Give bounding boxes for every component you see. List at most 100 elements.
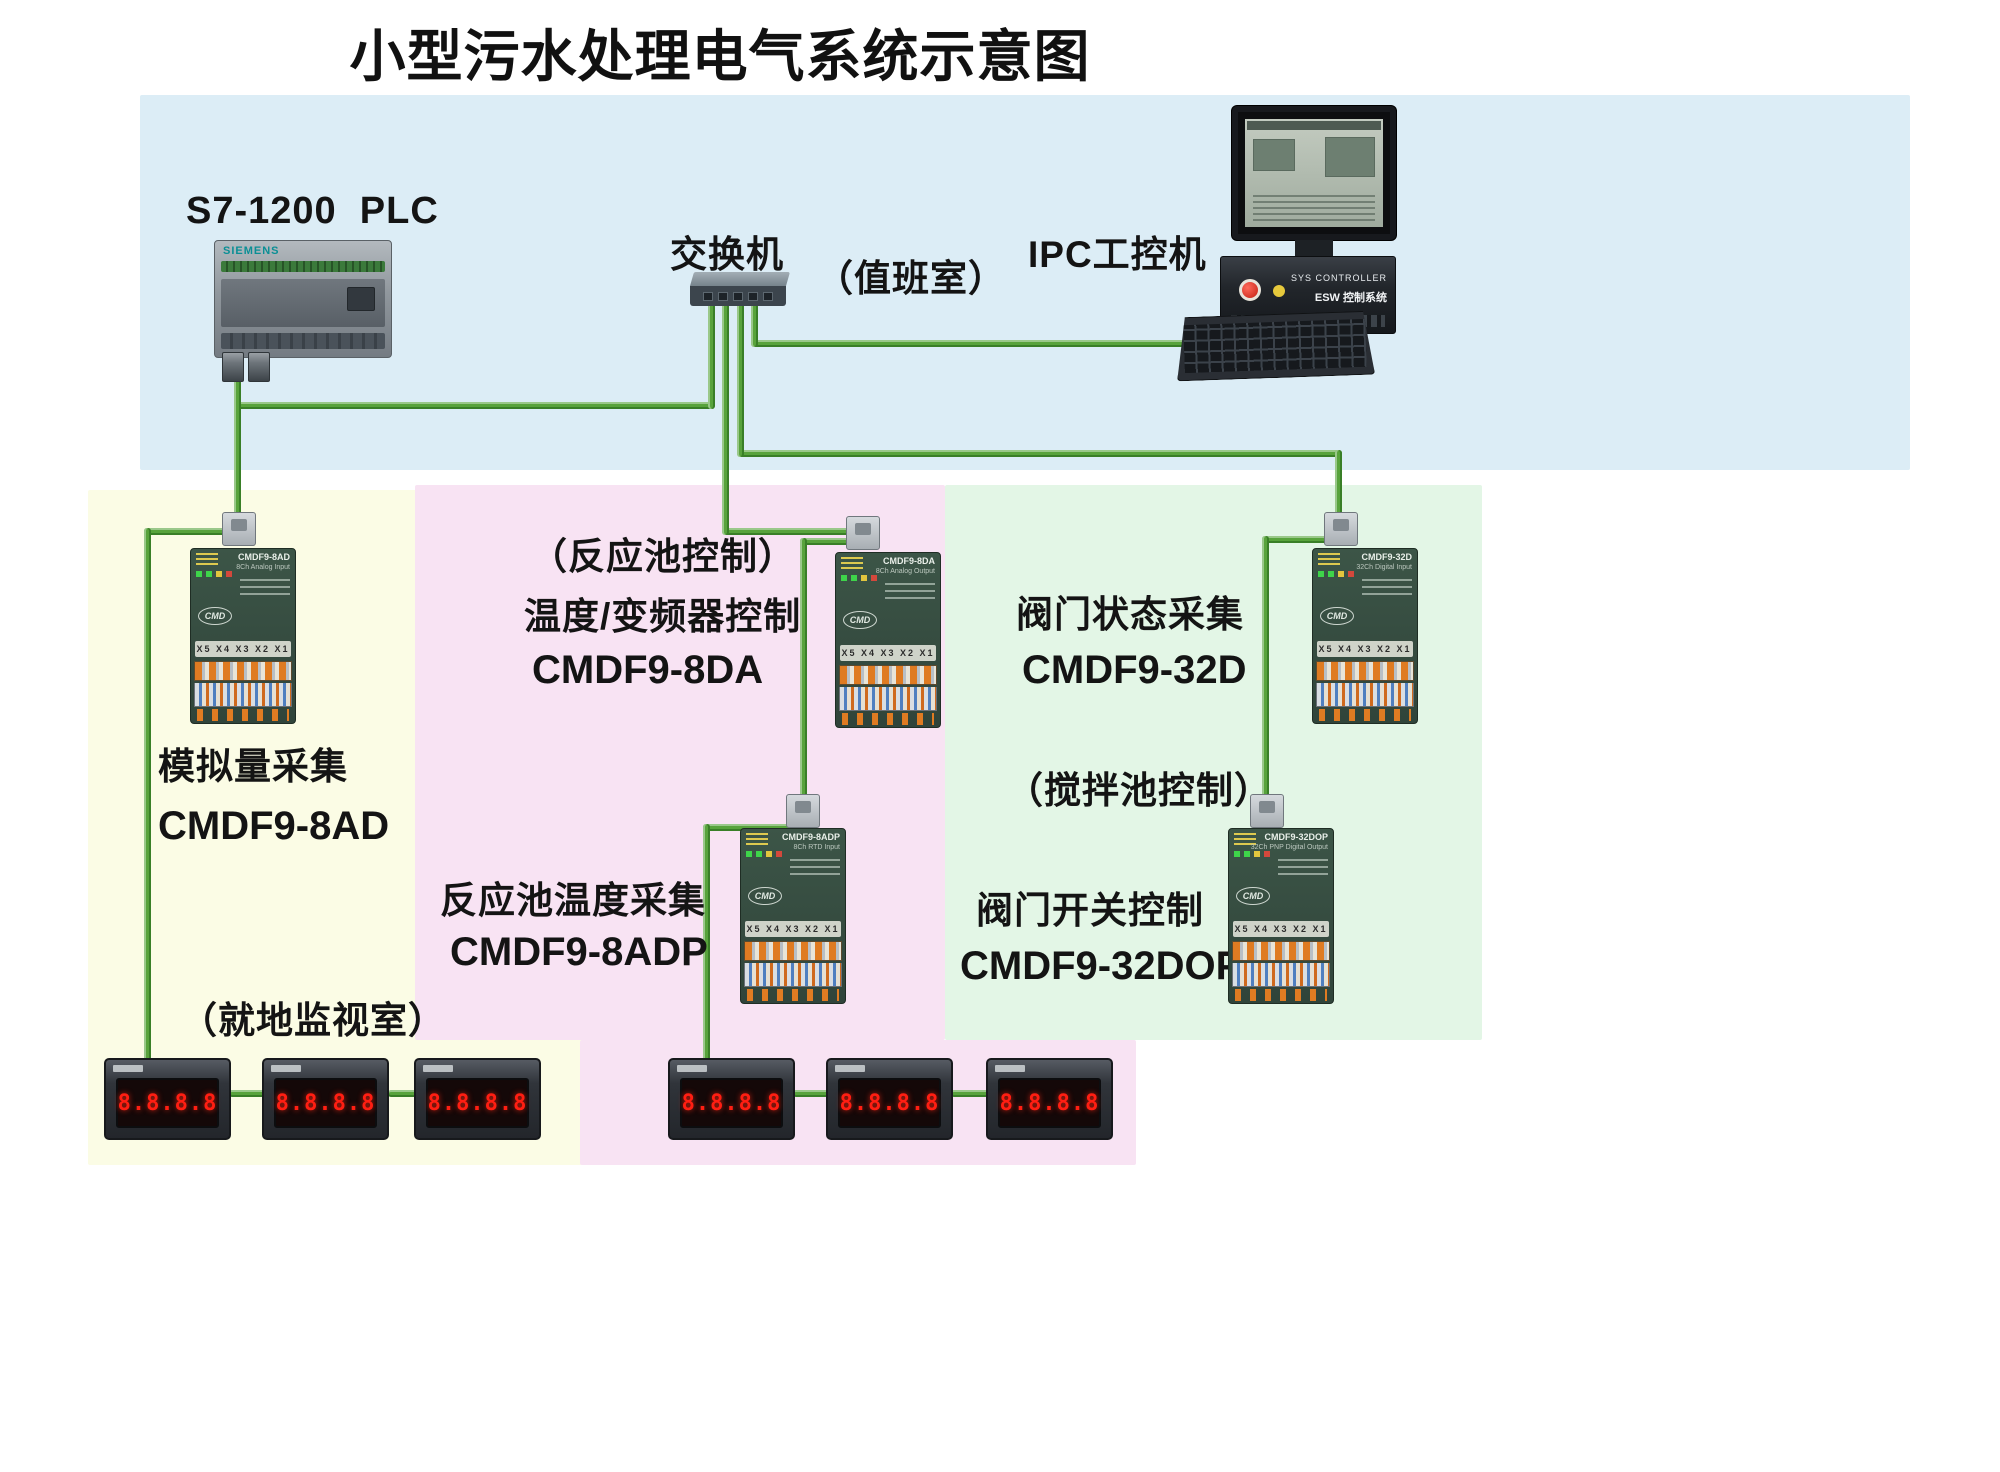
module-wire-tails	[197, 709, 289, 721]
cmd-logo: CMD	[198, 607, 232, 625]
panel-meter-mid-2: 8.8.8.8	[826, 1058, 953, 1140]
cable-segment	[237, 402, 714, 409]
cable-segment	[800, 538, 852, 545]
cable-segment	[800, 538, 807, 800]
plc-profinet-port	[248, 352, 270, 382]
module-terminal-row-1	[1316, 661, 1414, 681]
meter-label-tag	[995, 1065, 1025, 1072]
module-subtitle-text: 8Ch Analog Output	[875, 568, 935, 575]
module-spec-text	[790, 859, 840, 877]
panel-meter-left-1: 8.8.8.8	[104, 1058, 231, 1140]
profinet-connector	[222, 512, 256, 546]
plc-terminal-strip	[221, 261, 385, 272]
module-brand-marks	[841, 557, 863, 570]
meter-label-tag	[835, 1065, 865, 1072]
cable-segment	[1262, 536, 1328, 543]
meter-digits: 8.8.8.8	[427, 1090, 528, 1116]
module-status-leds	[1318, 571, 1358, 577]
module-model-text: CMDF9-8AD	[237, 552, 290, 562]
cable-segment	[951, 1090, 989, 1097]
module-cmdf9-8da: CMDF9-8DA 8Ch Analog Output CMD X5 X4 X3…	[835, 516, 941, 728]
cmd-logo: CMD	[1236, 887, 1270, 905]
module-model-text: CMDF9-32DOP	[1264, 832, 1328, 842]
screen-titlebar	[1247, 121, 1381, 130]
cable-segment	[751, 303, 758, 347]
cable-segment	[737, 303, 744, 457]
module-spec-text	[1362, 579, 1412, 597]
plc-port-cover	[347, 287, 375, 311]
cable-segment	[703, 824, 710, 1064]
module-wire-tails	[747, 989, 839, 1001]
cable-segment	[752, 340, 1188, 347]
module-brand-marks	[196, 553, 218, 566]
module-body: CMDF9-32DOP 32Ch PNP Digital Output CMD …	[1228, 828, 1334, 1004]
cable-segment	[793, 1090, 829, 1097]
cable-segment	[1335, 450, 1342, 520]
diagram-title: 小型污水处理电气系统示意图	[349, 25, 1091, 88]
label-switch: 交换机	[670, 234, 784, 275]
cmd-logo: CMD	[1320, 607, 1354, 625]
module-terminal-row-2	[1232, 963, 1330, 987]
meter-display-window: 8.8.8.8	[116, 1078, 219, 1128]
label-model-32dop: CMDF9-32DOP	[960, 944, 1243, 988]
keyboard	[1175, 311, 1375, 382]
cable-segment	[229, 1090, 265, 1097]
module-status-leds	[841, 575, 881, 581]
cable-segment	[1262, 536, 1269, 800]
module-terminal-labels: X5 X4 X3 X2 X1	[745, 921, 841, 937]
module-brand-marks	[746, 833, 768, 846]
module-terminal-labels: X5 X4 X3 X2 X1	[1233, 921, 1329, 937]
module-body: CMDF9-8AD 8Ch Analog Input CMD X5 X4 X3 …	[190, 548, 296, 724]
module-brand-marks	[1234, 833, 1256, 846]
module-terminal-labels: X5 X4 X3 X2 X1	[195, 641, 291, 657]
siemens-logo: SIEMENS	[223, 245, 280, 257]
switch-port	[763, 291, 773, 301]
module-model-text: CMDF9-8DA	[882, 556, 935, 566]
module-cmdf9-8ad: CMDF9-8AD 8Ch Analog Input CMD X5 X4 X3 …	[190, 512, 296, 724]
indicator-button	[1273, 285, 1285, 297]
switch-port	[733, 291, 743, 301]
label-plc: S7-1200 PLC	[186, 190, 439, 232]
module-cmdf9-32dop: CMDF9-32DOP 32Ch PNP Digital Output CMD …	[1228, 794, 1334, 1004]
module-terminal-row-1	[744, 941, 842, 961]
module-terminal-labels: X5 X4 X3 X2 X1	[840, 645, 936, 661]
meter-display-window: 8.8.8.8	[680, 1078, 783, 1128]
panel-meter-mid-1: 8.8.8.8	[668, 1058, 795, 1140]
profinet-connector	[846, 516, 880, 550]
switch-front-ports	[690, 286, 786, 306]
meter-display-window: 8.8.8.8	[274, 1078, 377, 1128]
screen-window	[1325, 137, 1375, 177]
module-brand-marks	[1318, 553, 1340, 566]
label-analog-acquisition: 模拟量采集	[158, 746, 348, 787]
emergency-button	[1239, 279, 1261, 301]
module-status-leds	[196, 571, 236, 577]
meter-label-tag	[677, 1065, 707, 1072]
cable-segment	[724, 528, 852, 535]
label-ipc: IPC工控机	[1028, 234, 1207, 275]
meter-display-window: 8.8.8.8	[426, 1078, 529, 1128]
label-model-32d: CMDF9-32D	[1022, 648, 1247, 692]
module-subtitle-text: 32Ch Digital Input	[1356, 564, 1412, 571]
module-wire-tails	[842, 713, 934, 725]
label-local-monitor-room: （就地监视室）	[180, 1000, 446, 1041]
ipc-face-text-2: ESW 控制系统	[1314, 292, 1387, 304]
screen-window	[1253, 139, 1295, 171]
module-spec-text	[885, 583, 935, 601]
label-valve-switch-ctrl: 阀门开关控制	[976, 890, 1204, 931]
cable-segment	[234, 374, 241, 518]
module-body: CMDF9-8ADP 8Ch RTD Input CMD X5 X4 X3 X2…	[740, 828, 846, 1004]
plc-signal-board	[222, 352, 244, 382]
module-spec-text	[1278, 859, 1328, 877]
module-terminal-row-2	[839, 687, 937, 711]
meter-digits: 8.8.8.8	[275, 1090, 376, 1116]
label-mixing-pool-ctrl: （搅拌池控制）	[1006, 770, 1272, 811]
label-model-8adp: CMDF9-8ADP	[450, 930, 708, 974]
module-spec-text	[240, 579, 290, 597]
cable-segment	[708, 303, 715, 409]
module-body: CMDF9-8DA 8Ch Analog Output CMD X5 X4 X3…	[835, 552, 941, 728]
meter-digits: 8.8.8.8	[681, 1090, 782, 1116]
ipc-face-text-1: SYS CONTROLLER	[1290, 273, 1387, 283]
switch-port	[748, 291, 758, 301]
screen-text-lines	[1253, 195, 1375, 221]
